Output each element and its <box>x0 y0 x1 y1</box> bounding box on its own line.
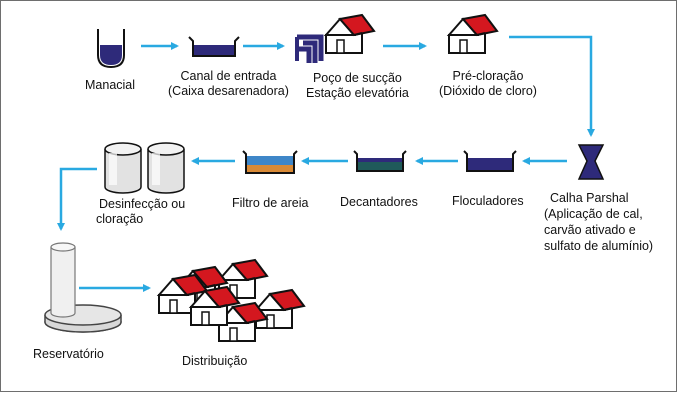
parshal-flume-icon <box>577 144 605 180</box>
label-distribuicao: Distribuição <box>182 354 248 368</box>
label-parshal-line1: Calha Parshal <box>550 191 629 205</box>
tank-icon <box>242 150 298 174</box>
pump-pipes-icon <box>295 34 324 63</box>
label-canal-line2: (Caixa desarenadora) <box>168 84 289 98</box>
cylinder-tank-icon <box>104 142 142 194</box>
reservoir-icon <box>44 242 122 333</box>
arrow-precloracao-parshal <box>509 35 595 137</box>
tank-icon <box>463 150 517 172</box>
label-floculadores: Floculadores <box>452 194 524 208</box>
label-canal-line1: Canal de entrada <box>180 69 277 83</box>
label-precloracao-line2: (Dióxido de cloro) <box>439 84 537 98</box>
label-desinfeccao-line2: cloração <box>96 212 144 226</box>
arrow-desinfeccao-reservatorio <box>57 167 97 231</box>
label-precloracao: Pré-cloração (Dióxido de cloro) <box>439 69 537 99</box>
tank-icon <box>353 150 407 172</box>
label-poco-line2: Estação elevatória <box>306 86 409 100</box>
label-parshal-line4: sulfato de alumínio) <box>544 239 654 253</box>
label-manancial: Manacial <box>85 78 136 92</box>
house-icon <box>325 14 375 54</box>
label-decantadores: Decantadores <box>340 195 418 209</box>
label-precloracao-line1: Pré-cloração <box>452 69 524 83</box>
label-reservatorio: Reservatório <box>33 347 104 361</box>
label-desinfeccao: Desinfecção ou cloração <box>96 197 185 227</box>
label-parshal-line3: carvão ativado e <box>544 223 636 237</box>
label-desinfeccao-line1: Desinfecção ou <box>99 197 186 211</box>
cylinder-tank-icon <box>147 142 185 194</box>
houses-icon <box>158 259 305 342</box>
label-filtro: Filtro de areia <box>232 196 309 210</box>
label-parshal-line2: (Aplicação de cal, <box>544 207 643 221</box>
flow-arrows <box>57 35 595 292</box>
house-icon <box>448 14 498 54</box>
tank-icon <box>188 36 240 57</box>
beaker-icon <box>97 29 125 69</box>
label-canal: Canal de entrada (Caixa desarenadora) <box>168 69 289 99</box>
house-icon <box>255 289 305 329</box>
label-poco: Poço de sucção Estação elevatória <box>306 71 409 101</box>
label-poco-line1: Poço de sucção <box>312 71 402 85</box>
label-parshal: Calha Parshal (Aplicação de cal, carvão … <box>544 190 653 254</box>
